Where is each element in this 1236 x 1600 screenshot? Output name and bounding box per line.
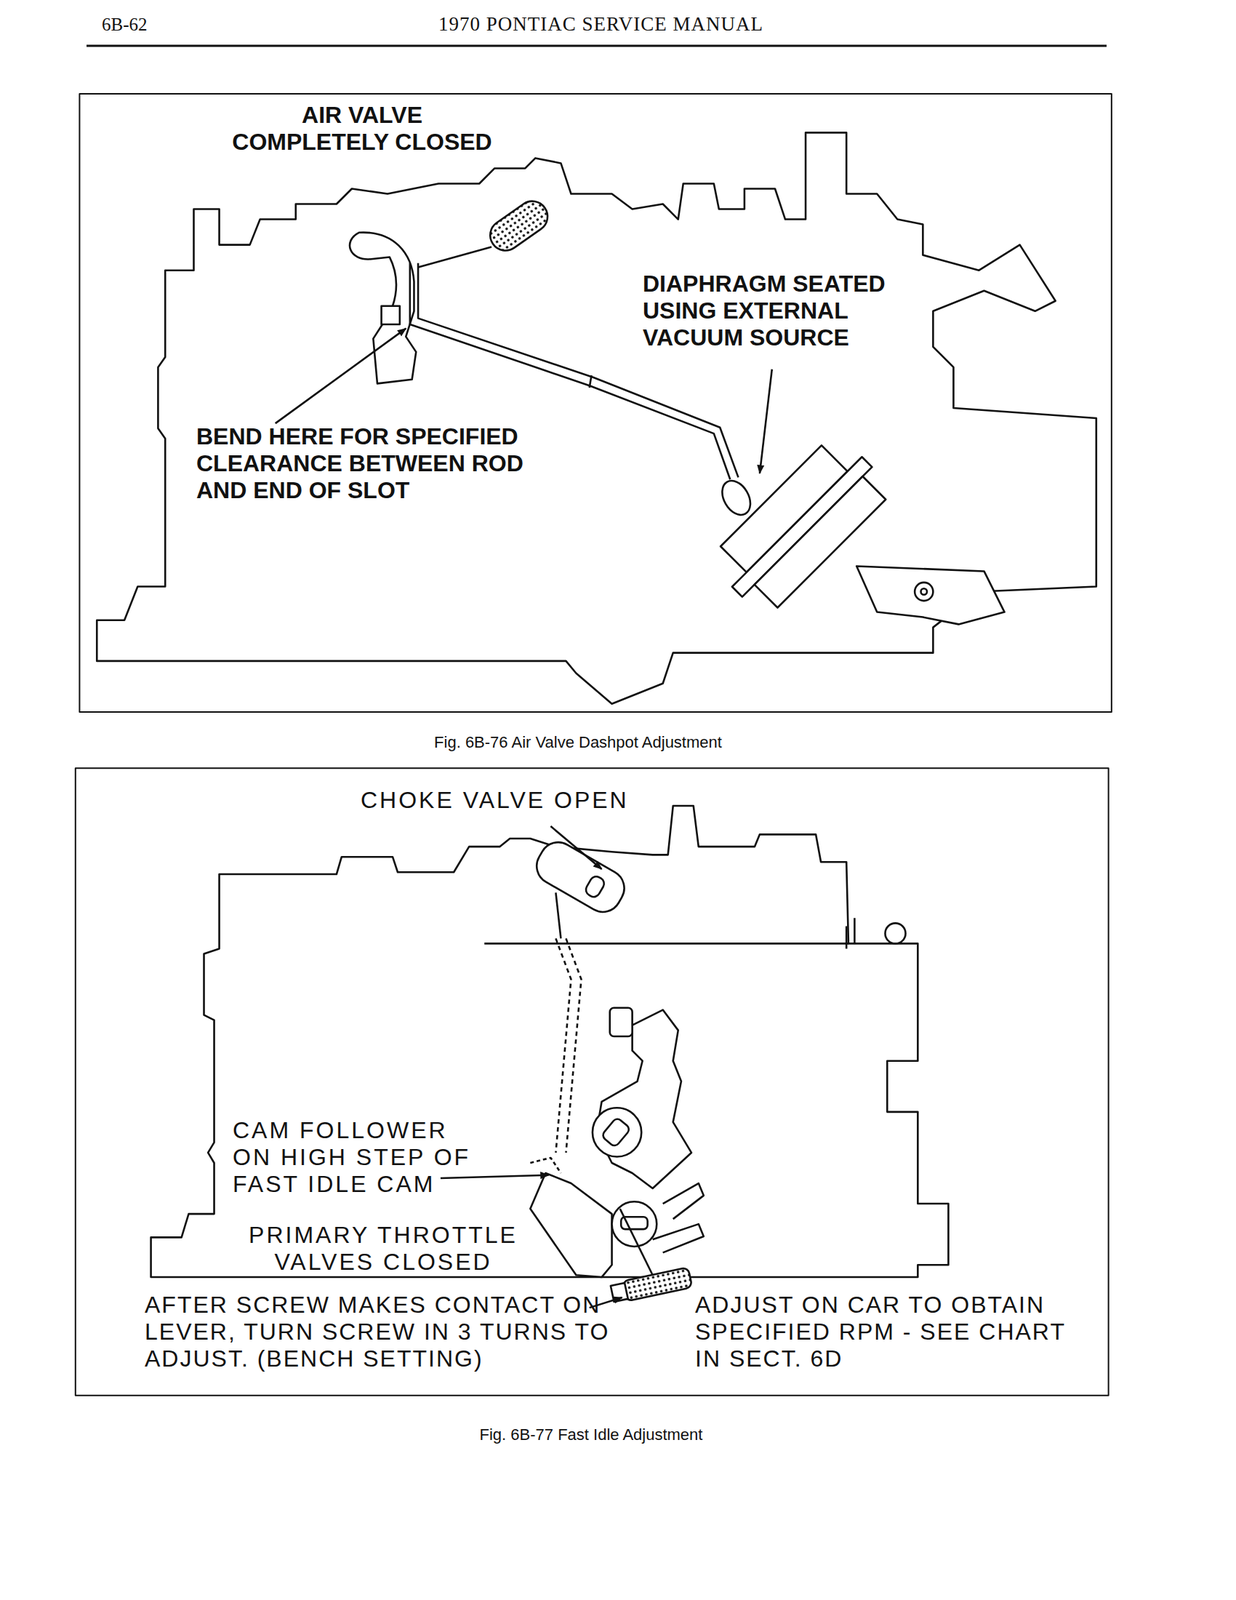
callout-text: CHOKE VALVE OPEN	[360, 786, 629, 814]
page-number: 6B-62	[101, 14, 148, 36]
callout-text: BEND HERE FOR SPECIFIED CLEARANCE BETWEE…	[196, 423, 557, 504]
callout-text: DIAPHRAGM SEATED USING EXTERNAL VACUUM S…	[642, 270, 920, 351]
cylinder-link	[418, 246, 492, 267]
figure-frame	[79, 93, 1111, 712]
callout-text: CAM FOLLOWER ON HIGH STEP OF FAST IDLE C…	[232, 1116, 495, 1197]
cam-follower	[530, 1172, 612, 1277]
figure-caption: Fig. 6B-76 Air Valve Dashpot Adjustment	[359, 732, 797, 752]
stippled-cylinder	[484, 194, 554, 256]
leader-line	[759, 369, 773, 474]
lever-tab	[381, 306, 400, 325]
diaphragm-dashpot	[705, 431, 896, 621]
callout-text: PRIMARY THROTTLE VALVES CLOSED	[237, 1221, 529, 1276]
leader-line	[275, 328, 407, 424]
fast-idle-screw	[610, 1267, 693, 1304]
note-text: ADJUST ON CAR TO OBTAIN SPECIFIED RPM - …	[695, 1291, 1088, 1372]
figure-caption: Fig. 6B-77 Fast Idle Adjustment	[372, 1425, 810, 1444]
callout-text: AIR VALVE COMPLETELY CLOSED	[223, 101, 501, 156]
figure-frame	[75, 767, 1109, 1396]
page-header: 1970 PONTIAC SERVICE MANUAL	[438, 13, 764, 36]
header-rule	[86, 45, 1107, 48]
choke-lever	[530, 835, 632, 919]
fast-idle-cam	[596, 1009, 692, 1189]
carburetor-outline	[151, 805, 949, 1277]
dashpot-bracket	[856, 565, 1005, 624]
carburetor-outline	[96, 132, 1097, 704]
rod-slot	[716, 475, 756, 520]
leader-line	[440, 1174, 549, 1178]
choke-rod	[555, 892, 561, 938]
note-text: AFTER SCREW MAKES CONTACT ON LEVER, TURN…	[144, 1291, 618, 1372]
leader-line	[550, 825, 602, 869]
